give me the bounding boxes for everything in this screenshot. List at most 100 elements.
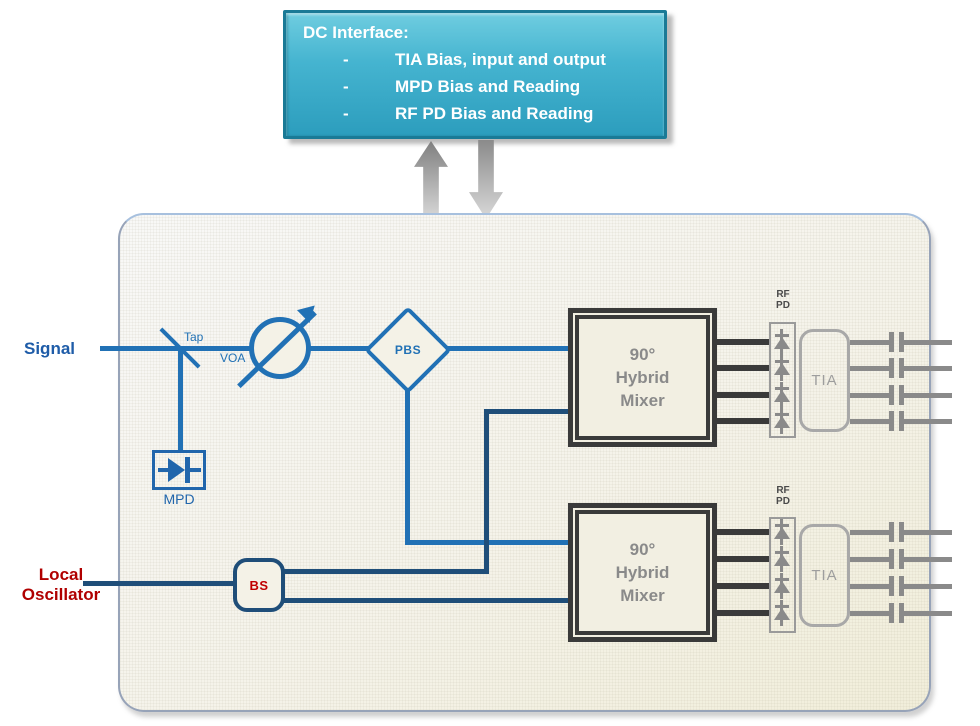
rf-out-line xyxy=(904,584,952,589)
tia-label: TIA xyxy=(811,567,838,584)
rf-pd-label-1: RF PD xyxy=(765,289,801,311)
bs-upper-line-v xyxy=(484,409,489,574)
bs-label: BS xyxy=(249,577,269,593)
dc-item-text: TIA Bias, input and output xyxy=(395,50,606,69)
mixer1-out-line xyxy=(715,392,770,398)
photodiode-icon xyxy=(774,600,790,626)
rf-out-line xyxy=(904,366,952,371)
rf-out-line xyxy=(904,340,952,345)
mpd-label: MPD xyxy=(163,491,195,507)
pbs-label: PBS xyxy=(394,343,422,357)
mixer-text-line1: 90° xyxy=(629,345,656,364)
dc-interface-item: - RF PD Bias and Reading xyxy=(286,100,664,127)
tia-2: TIA xyxy=(799,524,850,627)
rf-pd-array-1 xyxy=(769,322,796,438)
mpd-diode-triangle xyxy=(168,458,185,482)
capacitor-icon xyxy=(889,411,894,431)
dc-item-text: RF PD Bias and Reading xyxy=(395,104,594,123)
mpd-diode-bar xyxy=(185,457,190,483)
pbs-drop-line xyxy=(405,378,410,545)
mixer-text-line2: Hybrid xyxy=(615,368,670,387)
capacitor-icon xyxy=(899,358,904,378)
photodiode-icon xyxy=(774,329,790,355)
photodiode-icon xyxy=(774,408,790,434)
dc-interface-title: DC Interface: xyxy=(303,23,409,42)
capacitor-icon xyxy=(899,576,904,596)
capacitor-icon xyxy=(899,549,904,569)
capacitor-icon xyxy=(899,385,904,405)
mixer1-out-line xyxy=(715,365,770,371)
rf-pd-label-2: RF PD xyxy=(765,485,801,507)
capacitor-icon xyxy=(899,411,904,431)
mixer-text-line3: Mixer xyxy=(620,586,665,605)
rf-pd-label-line1: RF xyxy=(776,485,790,496)
dc-interface-item: - TIA Bias, input and output xyxy=(286,46,664,73)
rf-out-line xyxy=(904,611,952,616)
photodiode-icon xyxy=(774,519,790,545)
dc-interface-item: - MPD Bias and Reading xyxy=(286,73,664,100)
signal-input-label: Signal xyxy=(24,339,76,358)
capacitor-icon xyxy=(889,522,894,542)
capacitor-icon xyxy=(889,385,894,405)
rf-out-line xyxy=(904,393,952,398)
rf-out-line xyxy=(850,557,890,562)
bs-upper-line-h2 xyxy=(484,409,570,414)
rf-pd-label-line2: PD xyxy=(776,300,790,311)
rf-pd-array-2 xyxy=(769,517,796,633)
rf-out-line xyxy=(850,584,890,589)
up-arrow-icon xyxy=(414,141,448,217)
rf-out-line xyxy=(904,530,952,535)
photodiode-icon xyxy=(774,573,790,599)
mixer1-out-line xyxy=(715,418,770,424)
mixer-text-line1: 90° xyxy=(629,540,656,559)
mpd-lead-left xyxy=(158,468,170,472)
capacitor-icon xyxy=(899,522,904,542)
rf-pd-label-line1: RF xyxy=(776,289,790,300)
bs-splitter: BS xyxy=(233,558,285,612)
mixer2-out-line xyxy=(715,529,770,535)
bs-upper-line-h1 xyxy=(283,569,489,574)
mpd-lead-right xyxy=(189,468,201,472)
mixer2-out-line xyxy=(715,556,770,562)
dash-bullet: - xyxy=(343,77,349,96)
lo-line xyxy=(83,581,238,586)
down-arrow-icon xyxy=(469,140,503,219)
rf-out-line xyxy=(850,611,890,616)
capacitor-icon xyxy=(889,332,894,352)
rf-out-line xyxy=(904,557,952,562)
capacitor-icon xyxy=(889,358,894,378)
tap-label: Tap xyxy=(184,330,204,344)
rf-out-line xyxy=(850,419,890,424)
rf-pd-label-line2: PD xyxy=(776,496,790,507)
rf-out-line xyxy=(850,340,890,345)
photodiode-icon xyxy=(774,546,790,572)
signal-line xyxy=(100,346,570,351)
local-oscillator-label: Local Oscillator xyxy=(5,565,117,605)
dc-interface-box: DC Interface: - TIA Bias, input and outp… xyxy=(283,10,667,139)
lo-label-line2: Oscillator xyxy=(21,585,101,604)
dash-bullet: - xyxy=(343,104,349,123)
mixer-text-line2: Hybrid xyxy=(615,563,670,582)
tia-label: TIA xyxy=(811,372,838,389)
lo-label-line1: Local xyxy=(38,565,84,584)
rf-out-line xyxy=(850,393,890,398)
capacitor-icon xyxy=(889,549,894,569)
mixer1-out-line xyxy=(715,339,770,345)
tia-1: TIA xyxy=(799,329,850,432)
photodiode-icon xyxy=(774,355,790,381)
bs-lower-line xyxy=(283,598,570,603)
mixer2-out-line xyxy=(715,610,770,616)
capacitor-icon xyxy=(889,603,894,623)
capacitor-icon xyxy=(899,332,904,352)
rf-out-line xyxy=(850,530,890,535)
mixer2-out-line xyxy=(715,583,770,589)
dash-bullet: - xyxy=(343,50,349,69)
rf-out-line xyxy=(904,419,952,424)
mixer-text-line3: Mixer xyxy=(620,391,665,410)
hybrid-mixer-1: 90° Hybrid Mixer xyxy=(568,308,717,447)
voa-label: VOA xyxy=(220,351,246,365)
photodiode-icon xyxy=(774,382,790,408)
mpd-photodiode-icon xyxy=(152,450,206,490)
tap-drop-line xyxy=(178,350,183,450)
